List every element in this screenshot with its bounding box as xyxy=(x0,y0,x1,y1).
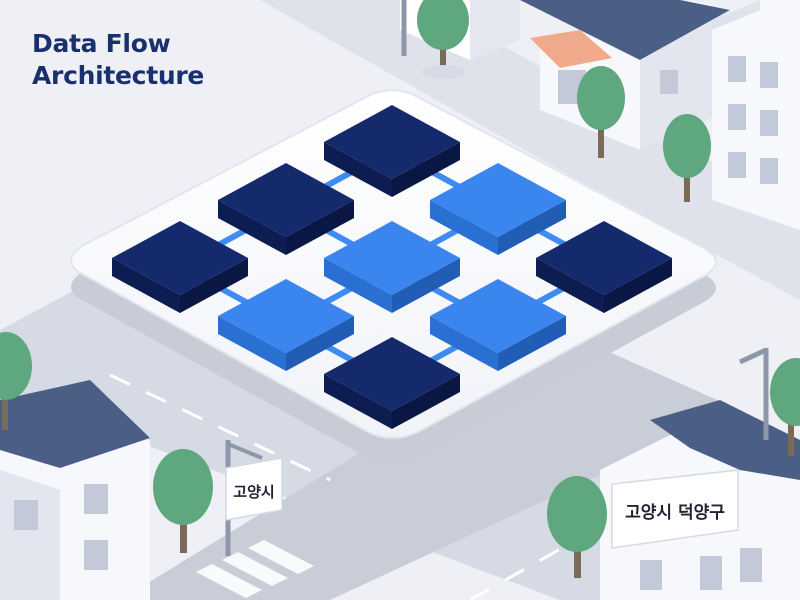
node-side-right xyxy=(392,374,460,429)
sign-right: 고양시 덕양구 xyxy=(611,469,739,549)
node-side-left xyxy=(324,258,392,313)
sign-left-label: 고양시 xyxy=(233,483,274,501)
node-top xyxy=(324,105,460,179)
node-side-left xyxy=(218,316,286,371)
node-side-right xyxy=(498,200,566,255)
node-n-0-2 xyxy=(536,221,672,313)
house-bottom-left xyxy=(0,380,150,600)
title-line-2: Architecture xyxy=(32,61,205,90)
sign-left: 고양시 xyxy=(225,440,283,556)
node-side-right xyxy=(286,200,354,255)
node-side-right xyxy=(392,142,460,197)
node-top xyxy=(430,279,566,353)
node-side-right xyxy=(392,258,460,313)
node-side-left xyxy=(218,200,286,255)
node-n-0-0 xyxy=(324,105,460,197)
tree xyxy=(577,66,625,158)
road-cross xyxy=(120,330,740,600)
diagram-nodes xyxy=(112,105,672,429)
node-n-1-1 xyxy=(324,221,460,313)
crosswalk xyxy=(196,540,314,598)
street-pole-right xyxy=(738,347,769,440)
node-n-2-0 xyxy=(112,221,248,313)
roof xyxy=(0,380,150,468)
tree xyxy=(0,332,32,430)
node-top xyxy=(218,279,354,353)
node-n-2-1 xyxy=(218,279,354,371)
road-diagonal-upper xyxy=(260,0,800,300)
node-n-2-2 xyxy=(324,337,460,429)
node-top xyxy=(218,163,354,237)
tree xyxy=(547,476,607,578)
node-top xyxy=(324,221,460,295)
node-side-right xyxy=(498,316,566,371)
title-line-1: Data Flow xyxy=(32,29,171,58)
node-top xyxy=(536,221,672,295)
node-n-1-0 xyxy=(218,163,354,255)
node-n-0-1 xyxy=(430,163,566,255)
node-top xyxy=(430,163,566,237)
awning xyxy=(530,30,612,68)
page-title: Data Flow Architecture xyxy=(32,28,204,92)
tree xyxy=(153,449,213,553)
node-side-left xyxy=(324,374,392,429)
node-side-left xyxy=(430,200,498,255)
node-side-right xyxy=(180,258,248,313)
roof xyxy=(520,0,730,60)
node-side-left xyxy=(112,258,180,313)
node-top xyxy=(324,337,460,411)
tree xyxy=(770,358,800,456)
node-side-right xyxy=(604,258,672,313)
tree xyxy=(663,114,711,202)
node-n-1-2 xyxy=(430,279,566,371)
node-side-left xyxy=(430,316,498,371)
sign-right-label: 고양시 덕양구 xyxy=(625,503,725,523)
node-side-left xyxy=(536,258,604,313)
roof xyxy=(650,400,800,480)
building-right-tall xyxy=(712,0,800,230)
node-side-left xyxy=(324,142,392,197)
node-top xyxy=(112,221,248,295)
tree xyxy=(417,0,469,79)
node-side-right xyxy=(286,316,354,371)
